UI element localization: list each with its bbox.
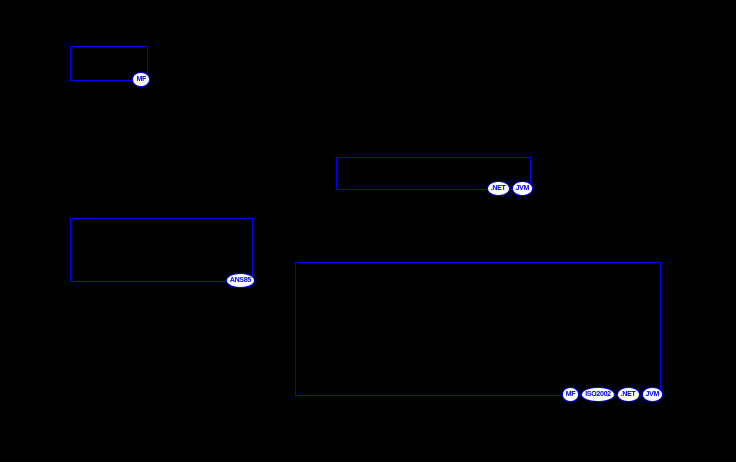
- format-box: MF: [70, 46, 150, 87]
- dialect-badge: JVM: [641, 387, 663, 402]
- dialect-badge: .NET: [486, 181, 510, 196]
- format-box: ANS85: [70, 218, 255, 288]
- dialect-badge: .NET: [616, 387, 640, 402]
- dialect-badge: JVM: [511, 181, 533, 196]
- dialect-badge: MF: [561, 387, 580, 402]
- dialect-badge: MF: [132, 72, 150, 87]
- dialect-badge-row: MF: [132, 72, 150, 87]
- dialect-badge-row: ANS85: [225, 273, 255, 288]
- dialect-badge: ANS85: [225, 273, 255, 288]
- dialect-badge: ISO2002: [581, 387, 615, 402]
